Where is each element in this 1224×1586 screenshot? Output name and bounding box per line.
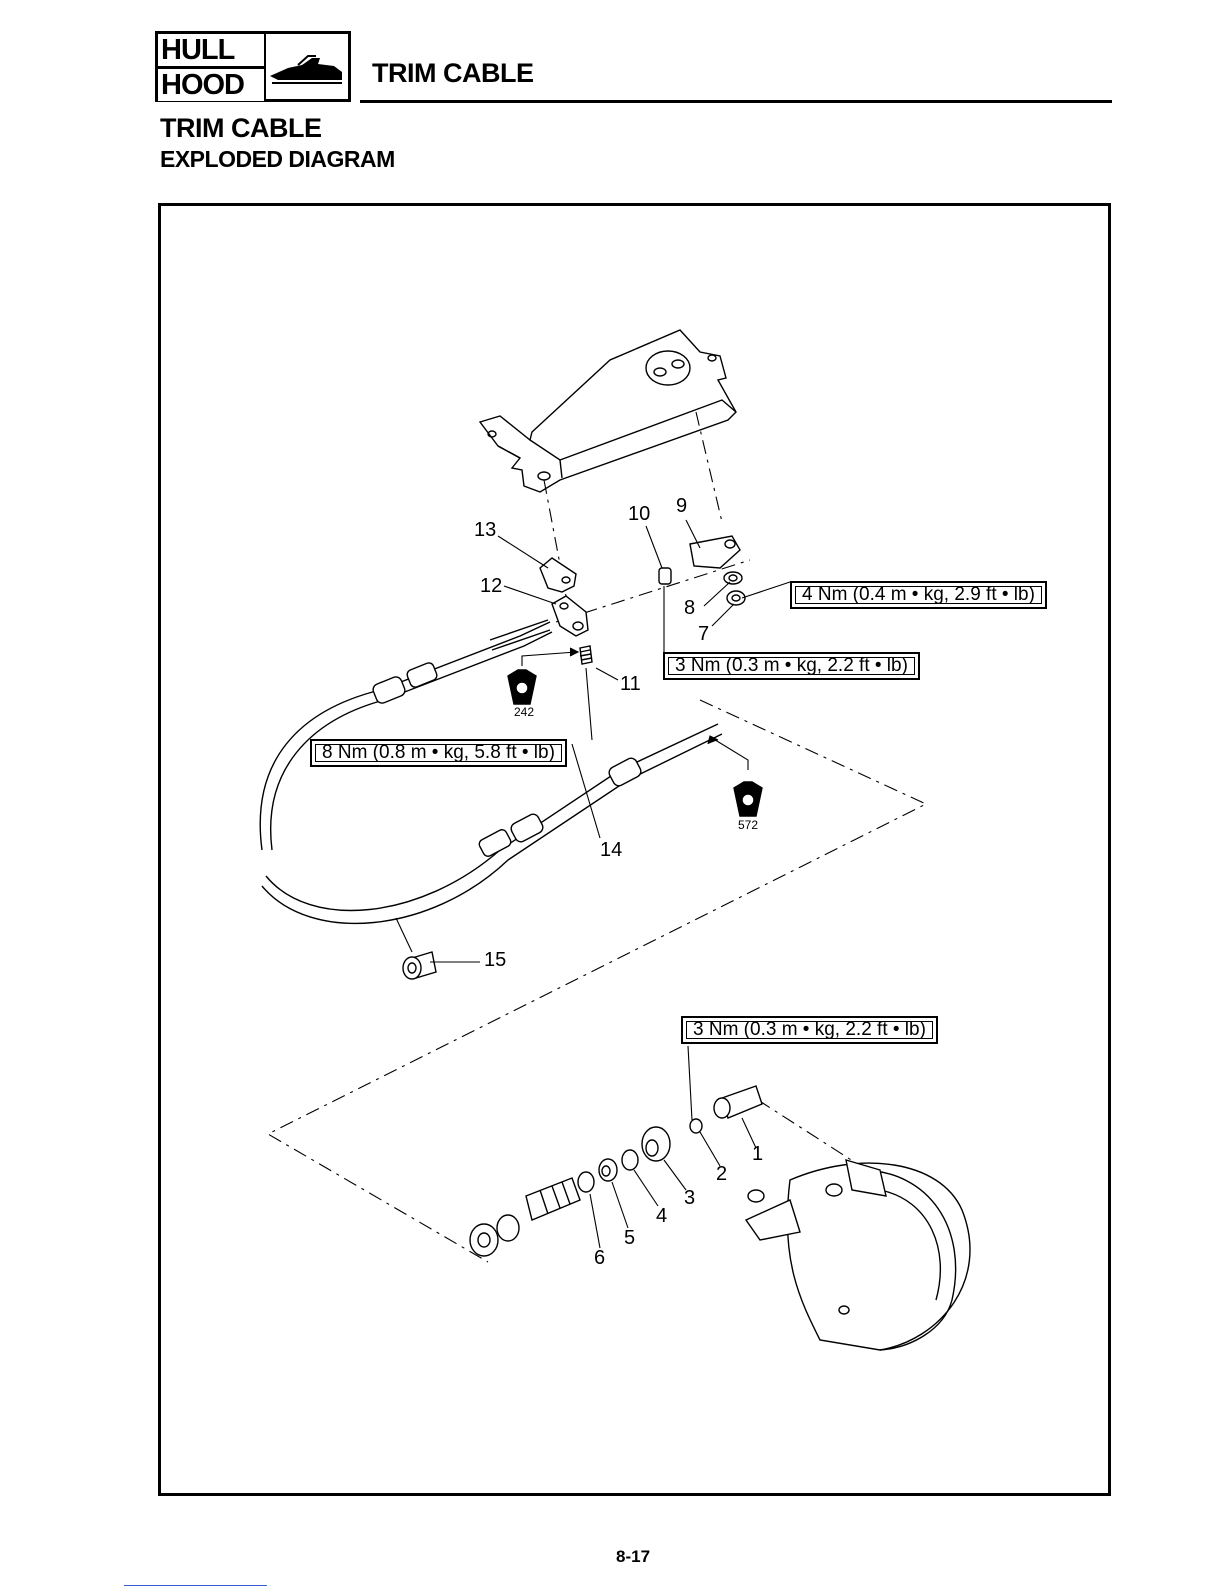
callout-5: 5	[624, 1228, 635, 1248]
callout-13: 13	[474, 520, 496, 540]
callout-12: 12	[480, 576, 502, 596]
joint-parts	[659, 536, 745, 605]
callout-6: 6	[594, 1248, 605, 1268]
clamp-parts	[540, 558, 588, 636]
page-number: 8-17	[616, 1547, 650, 1567]
callout-3: 3	[684, 1188, 695, 1208]
leader-lines	[396, 520, 790, 1248]
callout-4: 4	[656, 1206, 667, 1226]
callout-10: 10	[628, 504, 650, 524]
callout-7: 7	[698, 624, 709, 644]
locktite-code-242: 242	[514, 705, 534, 719]
cable-bracket	[480, 330, 736, 492]
trim-cable-upper	[260, 620, 552, 850]
callout-9: 9	[676, 496, 687, 516]
bolt-11	[580, 646, 592, 664]
locktite-code-572: 572	[738, 818, 758, 832]
sleeve-15	[403, 952, 436, 979]
torque-spec-bolt-11: 8 Nm (0.8 m • kg, 5.8 ft • lb)	[310, 739, 567, 767]
jet-nozzle-housing	[746, 1160, 970, 1350]
callout-14: 14	[600, 840, 622, 860]
callout-1: 1	[752, 1144, 763, 1164]
callout-11: 11	[620, 674, 641, 694]
torque-spec-part-10: 3 Nm (0.3 m • kg, 2.2 ft • lb)	[663, 652, 920, 680]
torque-spec-nut-7: 4 Nm (0.4 m • kg, 2.9 ft • lb)	[790, 581, 1047, 609]
callout-8: 8	[684, 598, 695, 618]
callout-2: 2	[716, 1164, 727, 1184]
torque-spec-part-2: 3 Nm (0.3 m • kg, 2.2 ft • lb)	[681, 1016, 938, 1044]
locktite-bottle-icon	[734, 782, 762, 816]
callout-15: 15	[484, 950, 506, 970]
locktite-bottle-icon	[508, 670, 536, 704]
